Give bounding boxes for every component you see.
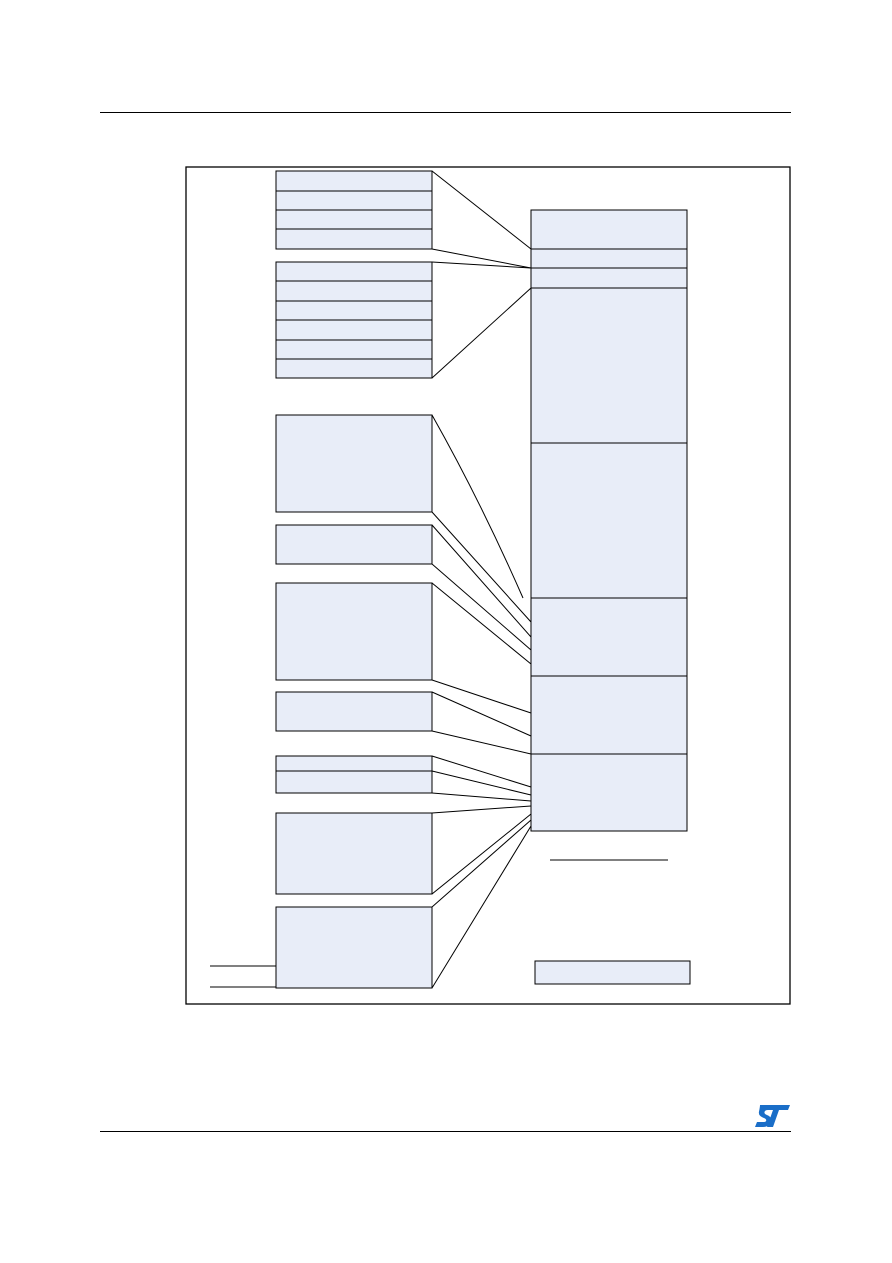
connector-a-bottom [431, 248, 532, 269]
connector-block6-bottom [431, 813, 532, 895]
st-logo: ST [754, 1103, 792, 1129]
left-a-row-4 [275, 228, 433, 250]
right-segment-5 [530, 442, 688, 599]
connector-block5-bottom [431, 792, 532, 802]
connector-block7-top [431, 819, 532, 908]
left-a-row-2 [275, 190, 433, 211]
left-block-6 [275, 812, 433, 895]
connector-lines [431, 170, 532, 989]
connector-block4-top [431, 691, 532, 737]
left-b-row-2 [275, 280, 433, 302]
connector-block5-mid [431, 770, 532, 796]
right-segment-4 [530, 287, 688, 444]
right-column-map [530, 209, 688, 832]
left-block-1 [275, 414, 433, 513]
left-b-row-6 [275, 358, 433, 379]
left-group-b [275, 261, 433, 379]
diagram-frame [185, 166, 791, 1005]
header-rule [100, 112, 791, 113]
connector-b-bottom [431, 287, 532, 379]
connector-block7-bottom [431, 825, 532, 989]
connector-block1-top [431, 414, 524, 599]
connector-block2-top [431, 524, 532, 638]
left-b-row-3 [275, 300, 433, 321]
left-b-row-4 [275, 319, 433, 341]
st-logo-icon [755, 1105, 790, 1127]
connector-a-top [431, 170, 532, 250]
footer-rule [100, 1131, 791, 1132]
left-block-4 [275, 691, 433, 732]
left-block-5b [275, 770, 433, 794]
left-b-row-1 [275, 261, 433, 282]
connector-block6-top [431, 805, 532, 814]
right-segment-1 [530, 209, 688, 250]
left-block-7 [275, 906, 433, 989]
right-segment-8 [530, 753, 688, 832]
connector-block5-top [431, 755, 532, 788]
connector-block1-bottom [431, 511, 532, 623]
left-a-row-1 [275, 170, 433, 192]
left-group-a [275, 170, 433, 250]
left-block-3 [275, 582, 433, 681]
connector-block3-bottom [431, 679, 532, 714]
right-segment-7 [530, 675, 688, 755]
left-a-row-3 [275, 209, 433, 230]
legend-box [534, 960, 691, 985]
right-segment-6 [530, 597, 688, 677]
connector-block3-top [431, 582, 532, 665]
left-block-2 [275, 524, 433, 565]
left-block-5a [275, 755, 433, 772]
connector-b-top [431, 261, 532, 269]
left-b-row-5 [275, 339, 433, 360]
right-segment-2 [530, 248, 688, 269]
connector-block4-bottom [431, 730, 532, 755]
right-segment-3 [530, 267, 688, 289]
connector-block2-bottom [431, 563, 532, 651]
